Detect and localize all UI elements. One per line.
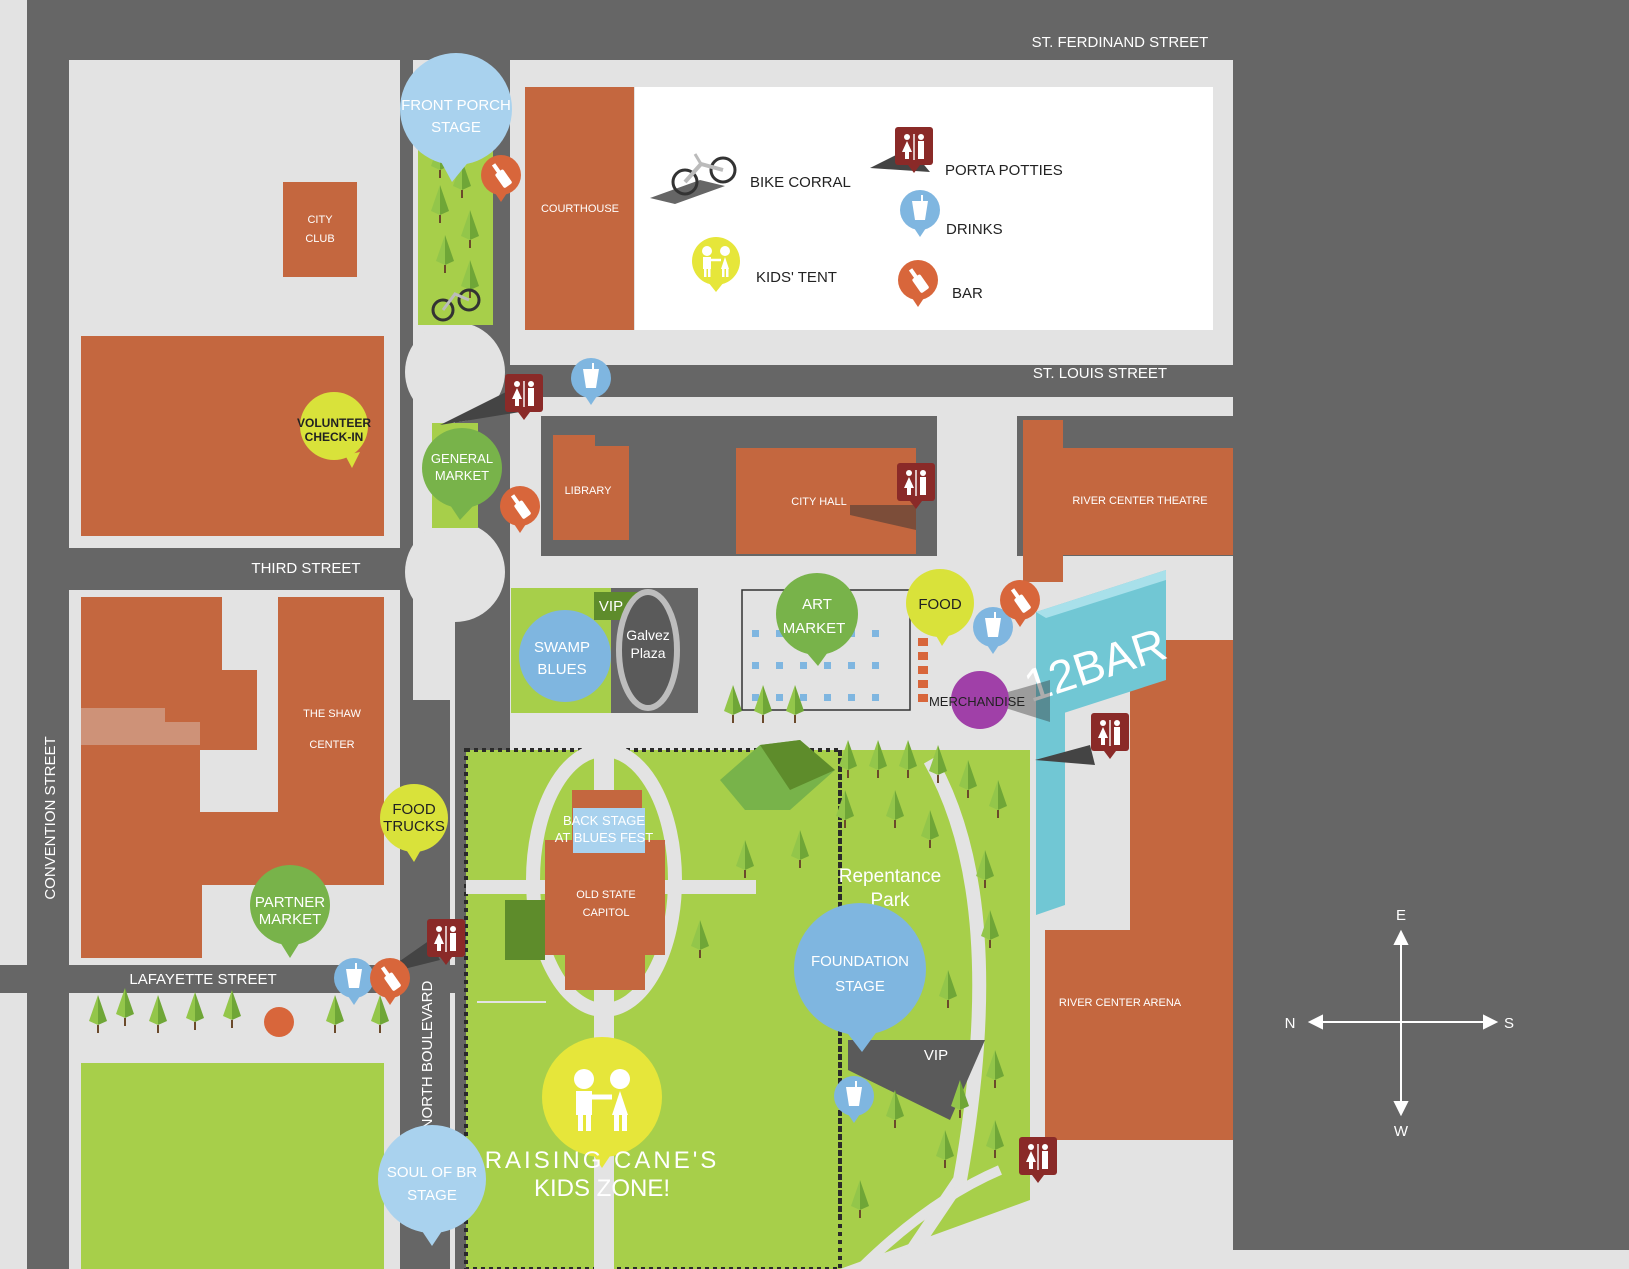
street-third: THIRD STREET: [251, 560, 360, 577]
soul-br-label-1: SOUL OF BR: [387, 1164, 477, 1181]
bike-icon: [431, 288, 481, 322]
art-market-label-2: MARKET: [783, 620, 846, 637]
green-field: [81, 1063, 384, 1269]
swamp-blues-stage-pin[interactable]: SWAMP BLUES: [519, 610, 611, 702]
river-center-theatre-building: [1023, 420, 1233, 582]
river-center-arena-label: RIVER CENTER ARENA: [1059, 997, 1182, 1009]
courthouse-building: [525, 87, 634, 330]
legend-bar: BAR: [952, 285, 983, 302]
legend-bike-corral: BIKE CORRAL: [750, 174, 851, 191]
front-porch-stage-pin[interactable]: FRONT PORCH STAGE: [400, 53, 512, 182]
legend-porta-potties: PORTA POTTIES: [945, 162, 1063, 179]
old-state-capitol-label-2: CAPITOL: [583, 907, 630, 919]
front-porch-label-2: STAGE: [431, 119, 481, 136]
food-trucks-label-1: FOOD: [392, 801, 435, 818]
restroom-icon: [870, 127, 933, 173]
partner-market-label-1: PARTNER: [255, 894, 325, 911]
vip-park-label: VIP: [924, 1047, 948, 1064]
food-label: FOOD: [918, 596, 961, 613]
repentance-park-label-1: Repentance: [839, 866, 941, 887]
city-club-label-2: CLUB: [305, 233, 334, 245]
library-label: LIBRARY: [565, 485, 613, 497]
road-st-ferdinand: [27, 0, 1233, 60]
back-stage: [573, 808, 645, 853]
foundation-label-1: FOUNDATION: [811, 953, 909, 970]
shaw-center-label-1: THE SHAW: [303, 708, 361, 720]
soul-of-br-stage-pin[interactable]: SOUL OF BR STAGE: [378, 1125, 486, 1246]
kids-zone-label-1: RAISING CANE'S: [485, 1147, 720, 1174]
marker-dot: [264, 1007, 294, 1037]
food-trucks-pin[interactable]: FOOD TRUCKS: [380, 784, 448, 862]
city-hall-building: [736, 448, 916, 554]
kids-zone-pin[interactable]: [542, 1037, 662, 1168]
partner-market-label-2: MARKET: [259, 911, 322, 928]
volunteer-check-in-pin[interactable]: VOLUNTEER CHECK-IN: [297, 392, 371, 468]
food-trucks-label-2: TRUCKS: [383, 818, 445, 835]
compass-w: W: [1394, 1123, 1409, 1140]
river-center-arena-building: [1045, 640, 1233, 1140]
food-pin[interactable]: FOOD: [906, 569, 974, 646]
soul-br-label-2: STAGE: [407, 1187, 457, 1204]
city-hall-label: CITY HALL: [791, 496, 846, 508]
bike-icon: [650, 153, 737, 204]
vip-plaza-label: VIP: [599, 598, 623, 615]
road-third: [27, 548, 467, 590]
shaw-center-building: [81, 597, 384, 958]
art-market-label-1: ART: [802, 596, 832, 613]
compass-icon: [1307, 929, 1499, 1117]
swamp-blues-label-2: BLUES: [537, 661, 586, 678]
repentance-park-label-2: Park: [870, 890, 910, 911]
street-north-boulevard: NORTH BOULEVARD: [419, 981, 436, 1130]
galvez-plaza: [616, 589, 680, 711]
compass-s: S: [1504, 1015, 1514, 1032]
back-stage-label-1: BACK STAGE: [563, 813, 645, 828]
old-state-capitol-label-1: OLD STATE: [576, 889, 636, 901]
street-lafayette: LAFAYETTE STREET: [129, 971, 276, 988]
galvez-plaza-label-1: Galvez: [626, 627, 670, 643]
galvez-plaza-label-2: Plaza: [630, 645, 665, 661]
kids-icon: [692, 237, 740, 292]
swamp-blues-label-1: SWAMP: [534, 639, 590, 656]
general-market-label-2: MARKET: [435, 468, 489, 483]
road-st-louis: [503, 365, 1233, 397]
general-market-pin[interactable]: GENERAL MARKET: [422, 428, 502, 520]
outer-area: [1233, 0, 1629, 1250]
legend-drinks: DRINKS: [946, 221, 1003, 238]
foundation-stage-pin[interactable]: FOUNDATION STAGE: [794, 903, 926, 1052]
city-club-label-1: CITY: [307, 214, 333, 226]
street-convention: CONVENTION STREET: [42, 736, 59, 899]
art-market-pin[interactable]: ART MARKET: [776, 573, 858, 666]
compass-e: E: [1396, 907, 1406, 924]
street-st-ferdinand: ST. FERDINAND STREET: [1032, 34, 1209, 51]
library-building: [553, 435, 629, 540]
road-convention: [27, 0, 69, 1269]
courthouse-label: COURTHOUSE: [541, 203, 619, 215]
river-center-theatre-label: RIVER CENTER THEATRE: [1072, 495, 1207, 507]
front-porch-label-1: FRONT PORCH: [401, 97, 511, 114]
foundation-label-2: STAGE: [835, 978, 885, 995]
street-st-louis: ST. LOUIS STREET: [1033, 365, 1167, 382]
partner-market-pin[interactable]: PARTNER MARKET: [250, 865, 330, 958]
merchandise-marker[interactable]: [951, 671, 1009, 729]
legend-kids-tent: KIDS' TENT: [756, 269, 837, 286]
kids-zone-label-2: KIDS ZONE!: [534, 1175, 670, 1202]
shaw-center-label-2: CENTER: [309, 739, 354, 751]
general-market-label-1: GENERAL: [431, 451, 493, 466]
back-stage-label-2: AT BLUES FEST: [555, 830, 654, 845]
city-club-building: [283, 182, 357, 277]
merchandise-label: MERCHANDISE: [929, 694, 1025, 709]
compass-n: N: [1285, 1015, 1296, 1032]
volunteer-label-2: CHECK-IN: [305, 430, 364, 444]
volunteer-label-1: VOLUNTEER: [297, 416, 371, 430]
